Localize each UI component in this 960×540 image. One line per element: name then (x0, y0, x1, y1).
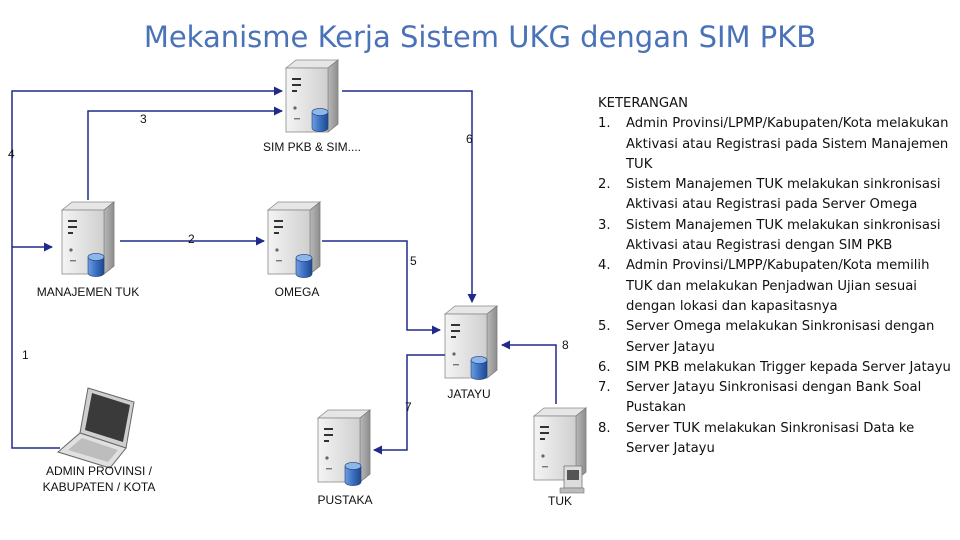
legend-item-number: 4. (598, 258, 611, 274)
edge-5-omega-to-jatayu (322, 240, 441, 335)
edge-label-4: 4 (8, 147, 15, 161)
edge-label-7: 7 (405, 400, 412, 414)
label-admin-line1: ADMIN PROVINSI / (46, 464, 153, 478)
legend-item-text: Admin Provinsi/LMPP/Kabupaten/Kota memil… (626, 258, 930, 314)
legend-item-number: 3. (598, 217, 611, 233)
server-jatayu-icon (444, 305, 498, 380)
legend-title: KETERANGAN (598, 96, 688, 111)
legend-item: 2. Sistem Manajemen TUK melakukan sinkron… (598, 175, 953, 216)
legend-item: 7. Server Jatayu Sinkronisasi dengan Bank… (598, 378, 953, 419)
label-sim-pkb: SIM PKB & SIM.... (263, 140, 361, 154)
server-pustaka-icon (317, 409, 371, 486)
laptop-icon (56, 387, 135, 469)
server-omega-icon (267, 201, 321, 278)
label-admin-line2: KABUPATEN / KOTA (43, 480, 156, 494)
server-sim-pkb-icon (285, 59, 339, 133)
label-manajemen-tuk: MANAJEMEN TUK (37, 285, 139, 299)
edge-label-1: 1 (22, 348, 29, 362)
edge-1-admin-to-manajemen (11, 242, 60, 449)
legend-item: 6. SIM PKB melakukan Trigger kepada Serve… (598, 358, 953, 378)
legend-item-number: 8. (598, 420, 611, 436)
edge-8-tuk-to-jatayu (501, 340, 557, 404)
legend-item-number: 1. (598, 116, 611, 132)
edge-label-5: 5 (410, 254, 417, 268)
legend-item-text: Admin Provinsi/LPMP/Kabupaten/Kota melak… (626, 116, 949, 172)
edge-6-simpkb-to-jatayu (342, 90, 477, 303)
label-tuk: TUK (548, 494, 572, 508)
edge-label-8: 8 (562, 338, 569, 352)
edge-label-3: 3 (140, 112, 147, 126)
legend-item: 5. Server Omega melakukan Sinkronisasi de… (598, 317, 953, 358)
label-omega: OMEGA (275, 285, 320, 299)
workflow-diagram: 1 2 3 4 5 6 7 8 SIM PKB & SIM.... MANAJE… (8, 59, 587, 508)
edge-7-jatayu-to-pustaka (373, 354, 445, 455)
legend-panel: KETERANGAN 1. Admin Provinsi/LPMP/Kabupat… (598, 94, 953, 459)
legend-list: 1. Admin Provinsi/LPMP/Kabupaten/Kota mel… (598, 114, 953, 459)
legend-item-text: SIM PKB melakukan Trigger kepada Server … (626, 359, 951, 375)
label-jatayu: JATAYU (447, 387, 490, 401)
legend-item-number: 6. (598, 359, 611, 375)
legend-item-number: 2. (598, 177, 611, 193)
legend-item: 8. Server TUK melakukan Sinkronisasi Data… (598, 419, 953, 460)
legend-item-number: 7. (598, 380, 611, 396)
server-manajemen-tuk-icon (61, 201, 115, 277)
legend-item-text: Server TUK melakukan Sinkronisasi Data k… (626, 420, 915, 457)
edge-3-manajemen-to-simpkb (87, 106, 283, 200)
legend-item: 4. Admin Provinsi/LMPP/Kabupaten/Kota mem… (598, 256, 953, 317)
legend-item-text: Sistem Manajemen TUK melakukan sinkronis… (626, 217, 941, 254)
server-tuk-icon (533, 407, 587, 494)
edge-4-admin-to-simpkb (11, 86, 283, 247)
legend-item-text: Sistem Manajemen TUK melakukan sinkronis… (626, 177, 941, 213)
edge-label-2: 2 (188, 232, 195, 246)
page-title: Mekanisme Kerja Sistem UKG dengan SIM PK… (143, 20, 817, 54)
legend-item-text: Server Jatayu Sinkronisasi dengan Bank S… (626, 380, 922, 416)
label-pustaka: PUSTAKA (317, 493, 372, 507)
legend-item: 3. Sistem Manajemen TUK melakukan sinkron… (598, 216, 953, 257)
legend-item-number: 5. (598, 319, 611, 335)
legend-item-text: Server Omega melakukan Sinkronisasi deng… (626, 319, 935, 355)
edge-label-6: 6 (466, 132, 473, 146)
legend-item: 1. Admin Provinsi/LPMP/Kabupaten/Kota mel… (598, 114, 953, 175)
